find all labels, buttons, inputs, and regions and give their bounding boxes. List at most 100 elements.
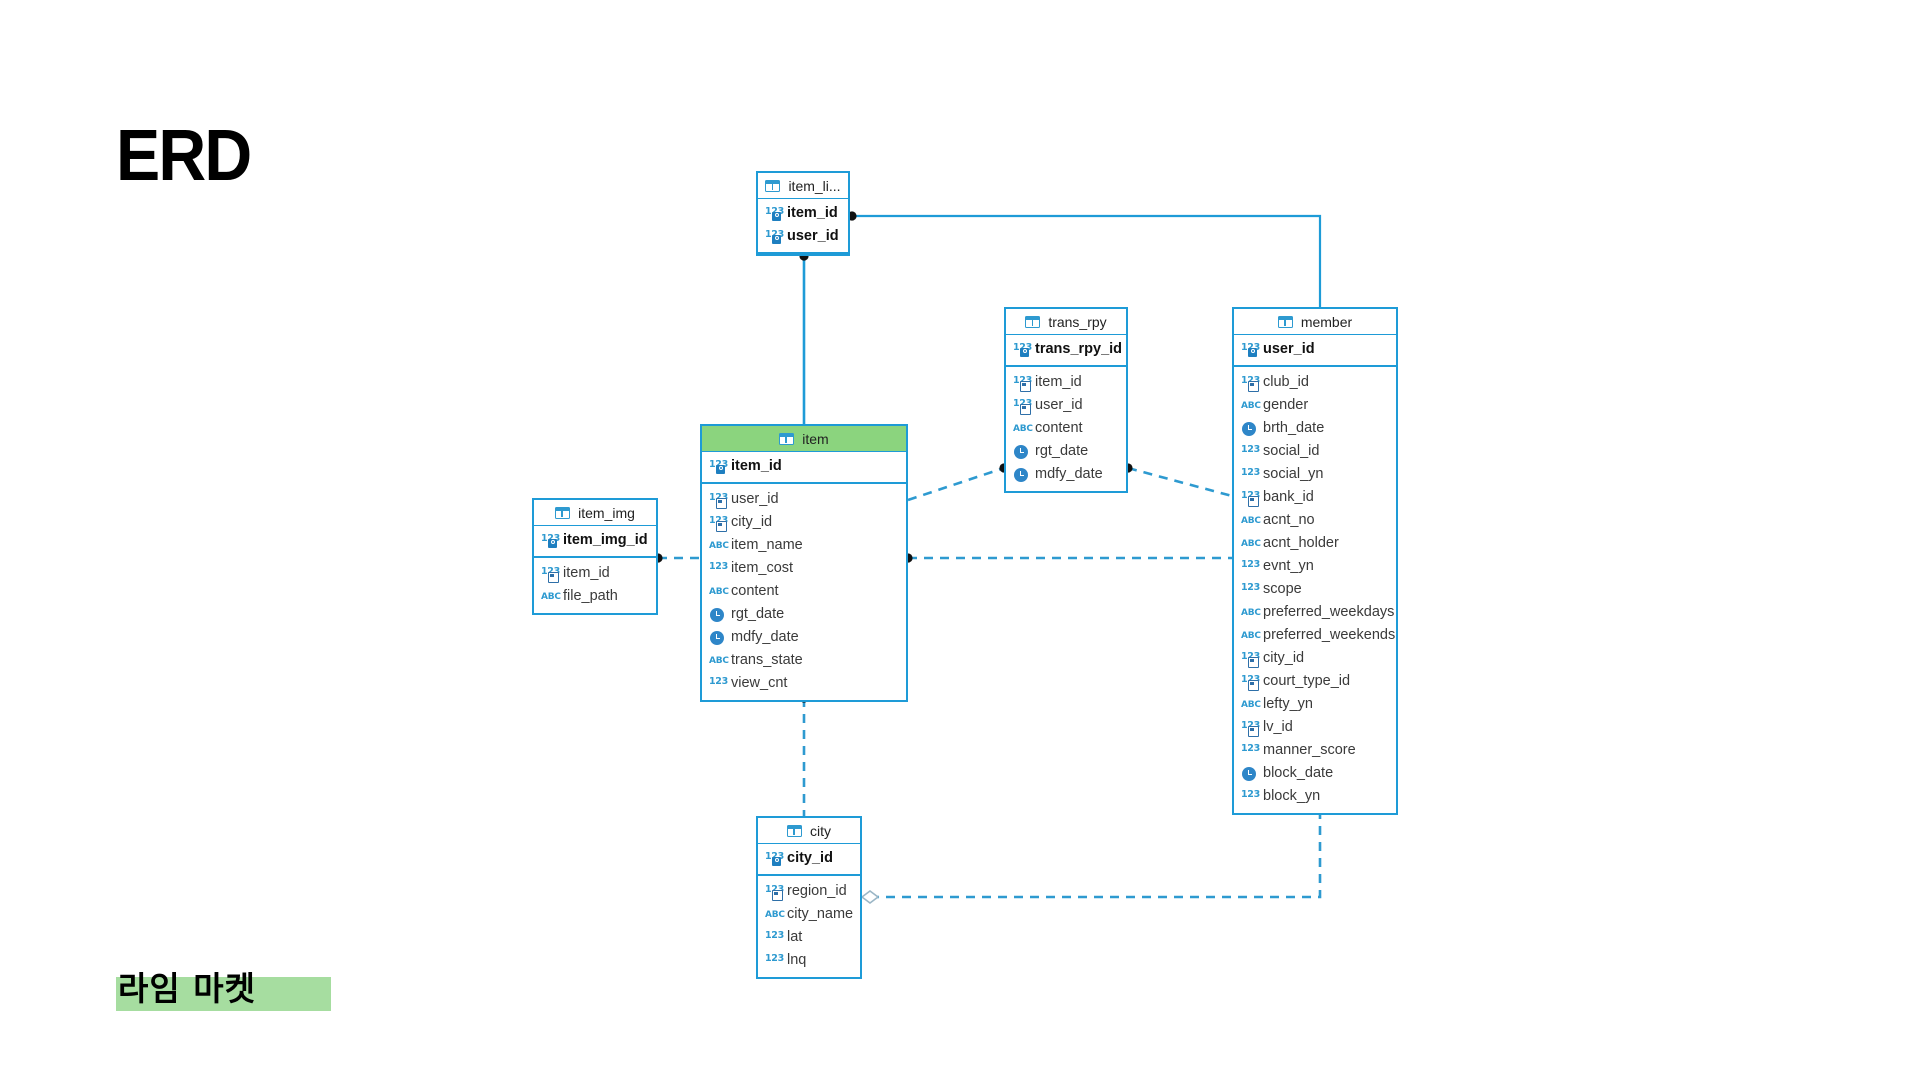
brand-logo: 라임 마켓 xyxy=(116,965,331,1011)
entity-table-member[interactable]: member123user_id123club_idABCgenderbrth_… xyxy=(1232,307,1398,815)
field-label: item_name xyxy=(731,537,803,554)
abc-icon: ABC xyxy=(1241,607,1261,618)
entity-name: city xyxy=(810,822,831,839)
field-label: file_path xyxy=(563,588,618,605)
field-row[interactable]: 123bank_id xyxy=(1234,486,1396,509)
field-row[interactable]: block_date xyxy=(1234,762,1396,785)
field-label: preferred_weekdays xyxy=(1263,604,1395,621)
field-row[interactable]: rgt_date xyxy=(1006,440,1126,463)
fk-number-icon: 123 xyxy=(1241,490,1260,507)
field-row[interactable]: 123city_id xyxy=(1234,647,1396,670)
entity-header[interactable]: trans_rpy xyxy=(1006,309,1126,335)
field-row[interactable]: 123city_id xyxy=(702,511,906,534)
field-row[interactable]: mdfy_date xyxy=(702,626,906,649)
primary-key-row[interactable]: 123user_id xyxy=(758,225,848,248)
field-label: court_type_id xyxy=(1263,673,1351,690)
entity-name: item_li... xyxy=(788,177,841,194)
relationship-item-img-item xyxy=(653,553,700,563)
field-row[interactable]: 123court_type_id xyxy=(1234,670,1396,693)
field-row[interactable]: rgt_date xyxy=(702,603,906,626)
entity-header[interactable]: member xyxy=(1234,309,1396,335)
clock-icon xyxy=(709,607,726,623)
primary-key-row[interactable]: 123trans_rpy_id xyxy=(1006,338,1126,361)
clock-icon xyxy=(1241,766,1258,782)
entity-table-trans_rpy[interactable]: trans_rpy 123trans_rpy_id 123item_id123use… xyxy=(1004,307,1128,493)
primary-key-section: 123user_id xyxy=(1234,335,1396,367)
field-row[interactable]: 123region_id xyxy=(758,880,860,903)
number-icon: 123 xyxy=(709,560,728,572)
fk-number-icon: 123 xyxy=(709,515,728,532)
field-row[interactable]: brth_date xyxy=(1234,417,1396,440)
entity-header[interactable]: item_li... xyxy=(758,173,848,199)
entity-header[interactable]: city xyxy=(758,818,860,844)
primary-key-row[interactable]: 123user_id xyxy=(1234,338,1396,361)
fk-number-icon: 123 xyxy=(1241,720,1260,737)
field-label: scope xyxy=(1263,581,1302,598)
fk-number-icon: 123 xyxy=(709,492,728,509)
field-label: region_id xyxy=(787,883,847,900)
clock-icon xyxy=(1241,421,1258,437)
fk-number-icon: 123 xyxy=(541,566,560,583)
entity-header[interactable]: item xyxy=(702,426,906,452)
brand-highlight-bar xyxy=(116,977,331,1011)
field-row[interactable]: mdfy_date xyxy=(1006,463,1126,486)
abc-icon: ABC xyxy=(1013,423,1033,434)
field-section: 123user_id123city_idABCitem_name123item_… xyxy=(702,484,906,700)
field-label: item_id xyxy=(731,458,782,475)
field-section: 123item_id123user_idABCcontentrgt_datemd… xyxy=(1006,367,1126,491)
field-label: acnt_holder xyxy=(1263,535,1339,552)
clock-icon xyxy=(1013,467,1030,483)
table-icon xyxy=(765,178,782,194)
field-row[interactable]: 123club_id xyxy=(1234,371,1396,394)
field-label: social_yn xyxy=(1263,466,1324,483)
field-label: city_name xyxy=(787,906,854,923)
field-label: gender xyxy=(1263,397,1309,414)
primary-key-section: 123trans_rpy_id xyxy=(1006,335,1126,367)
pk-number-icon: 123 xyxy=(709,459,728,475)
field-label: user_id xyxy=(787,228,839,245)
table-icon xyxy=(787,823,804,839)
number-icon: 123 xyxy=(1241,788,1260,800)
entity-table-item[interactable]: item123item_id123user_id123city_idABCite… xyxy=(700,424,908,702)
entity-header[interactable]: item_img xyxy=(534,500,656,526)
field-row[interactable]: 123user_id xyxy=(702,488,906,511)
fk-number-icon: 123 xyxy=(1241,651,1260,668)
field-row[interactable]: 123lv_id xyxy=(1234,716,1396,739)
primary-key-row[interactable]: 123city_id xyxy=(758,847,860,870)
relationship-item-member xyxy=(903,553,1232,563)
entity-table-city[interactable]: city123city_id123region_idABCcity_name12… xyxy=(756,816,862,979)
field-row[interactable]: 123user_id xyxy=(1006,394,1126,417)
